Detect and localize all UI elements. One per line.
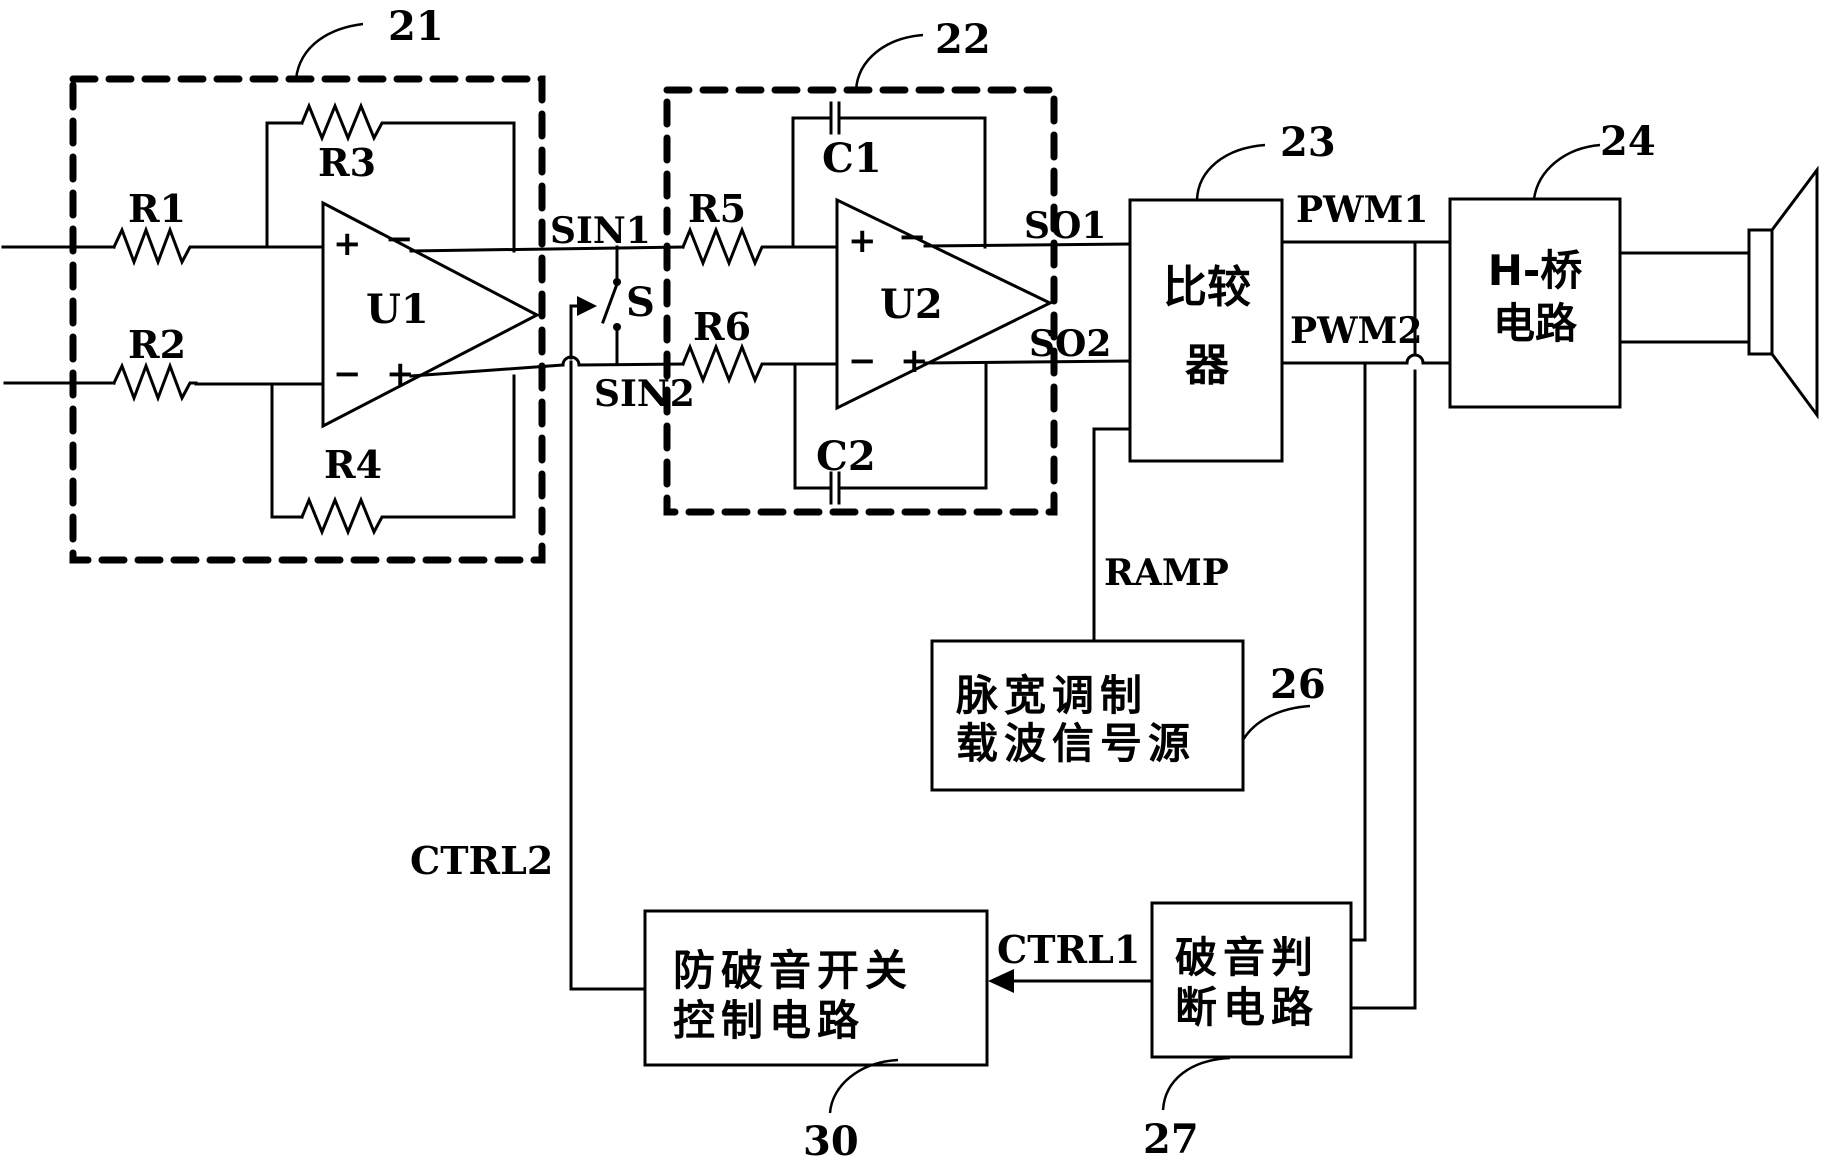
h-bridge-title-line1: H-桥: [1488, 246, 1583, 295]
capacitor-c2-label: C2: [816, 433, 876, 480]
wire-c2-left: [793, 362, 833, 490]
signal-ramp-label: RAMP: [1104, 552, 1229, 594]
preamp-block-ref: 21: [388, 3, 444, 50]
capacitor-c1-label: C1: [822, 135, 882, 182]
signal-ctrl2-label: CTRL2: [410, 838, 553, 883]
signal-sin1-label: SIN1: [550, 210, 651, 252]
resistor-r4-label: R4: [324, 442, 382, 487]
pop-detection-block: [1150, 901, 1353, 1059]
preamp-block-leader: [294, 22, 364, 80]
comparator-title-line2: 器: [1185, 340, 1230, 391]
pop-detection-title-line1: 破音判: [1175, 933, 1319, 982]
resistor-r1: [112, 225, 198, 267]
switch-s-top-contact: [613, 278, 621, 286]
wire-c1-left: [791, 116, 833, 249]
opamp-u1-label: U1: [366, 286, 429, 333]
signal-ctrl1-label: CTRL1: [997, 927, 1140, 972]
wire-ctrl2-top: [569, 304, 582, 360]
pwm-source-title-line2: 载波信号源: [956, 719, 1196, 768]
wire-c2-right: [837, 361, 988, 490]
wire-r3-left: [265, 121, 304, 249]
switch-s-label: S: [626, 279, 655, 326]
resistor-r2-label: R2: [128, 322, 186, 367]
resistor-r1-label: R1: [128, 186, 186, 231]
switch-control-arrow-icon: [577, 296, 597, 316]
comparator-block: [1128, 198, 1284, 463]
pwm-source-title-line1: 脉宽调制: [956, 671, 1148, 720]
wire-ramp: [1092, 427, 1132, 643]
anti-pop-leader: [828, 1058, 899, 1114]
anti-pop-title-line2: 控制电路: [673, 996, 865, 1045]
u1-pin-minus-top: −: [385, 219, 414, 259]
integrator-block-ref: 22: [935, 16, 991, 63]
anti-pop-switch-control-block: [643, 909, 989, 1067]
u1-pin-plus-top: +: [333, 224, 362, 264]
u2-pin-minus-top: −: [898, 217, 927, 257]
resistor-r5-label: R5: [688, 186, 746, 231]
resistor-r3-label: R3: [318, 140, 376, 185]
wire-c1-right: [837, 116, 987, 249]
speaker-icon: [1747, 165, 1819, 420]
opamp-u2-label: U2: [880, 281, 943, 328]
anti-pop-ref: 30: [803, 1118, 859, 1160]
u1-pin-minus-bottom: −: [333, 354, 362, 394]
opamp-u1: [321, 200, 541, 429]
wire-so1: [923, 242, 1132, 248]
h-bridge-leader: [1532, 143, 1601, 200]
wire-pwm1-tap: [1349, 369, 1417, 1010]
switch-s-blade[interactable]: [601, 282, 619, 324]
wire-r3-right: [385, 121, 516, 253]
wire-r4-left: [270, 382, 304, 519]
pop-detection-ref: 27: [1143, 1116, 1199, 1160]
u2-pin-plus-bottom: +: [900, 341, 929, 381]
integrator-block-boundary: [663, 86, 1058, 516]
comparator-title-line1: 比较: [1163, 262, 1251, 313]
pwm-source-leader: [1241, 704, 1311, 741]
signal-pwm2-label: PWM2: [1290, 310, 1422, 352]
resistor-r3: [300, 102, 389, 142]
pop-detection-title-line2: 断电路: [1175, 983, 1319, 1032]
preamp-block-boundary: [69, 75, 546, 564]
comparator-ref: 23: [1280, 119, 1336, 166]
ctrl1-arrow-icon: [988, 969, 1014, 993]
resistor-r5: [681, 225, 839, 268]
u1-pin-plus-bottom: +: [386, 354, 415, 394]
resistor-r6-label: R6: [693, 304, 751, 349]
resistor-r4: [300, 496, 389, 536]
opamp-u2: [835, 197, 1054, 411]
resistor-r6: [681, 342, 839, 385]
resistor-r2: [112, 361, 198, 403]
signal-so2-label: SO2: [1029, 323, 1111, 365]
anti-pop-title-line1: 防破音开关: [673, 946, 913, 995]
h-bridge-block: [1448, 197, 1622, 409]
wire-so2: [923, 359, 1132, 365]
wire-sin1: [409, 245, 685, 253]
signal-pwm1-label: PWM1: [1296, 189, 1428, 231]
pwm-carrier-source-block: [930, 639, 1245, 792]
h-bridge-ref: 24: [1600, 118, 1656, 165]
comparator-leader: [1195, 143, 1266, 201]
u2-pin-plus-top: +: [848, 221, 877, 261]
pwm-source-ref: 26: [1270, 661, 1326, 708]
u2-pin-minus-bottom: −: [848, 341, 877, 381]
signal-so1-label: SO1: [1024, 205, 1106, 247]
signal-sin2-label: SIN2: [594, 373, 695, 415]
wire-r4-right: [385, 374, 516, 519]
integrator-block-leader: [854, 33, 924, 91]
pop-detection-leader: [1161, 1056, 1231, 1111]
wire-pwm2-tap: [1349, 361, 1367, 942]
h-bridge-title-line2: 电路: [1493, 299, 1578, 348]
